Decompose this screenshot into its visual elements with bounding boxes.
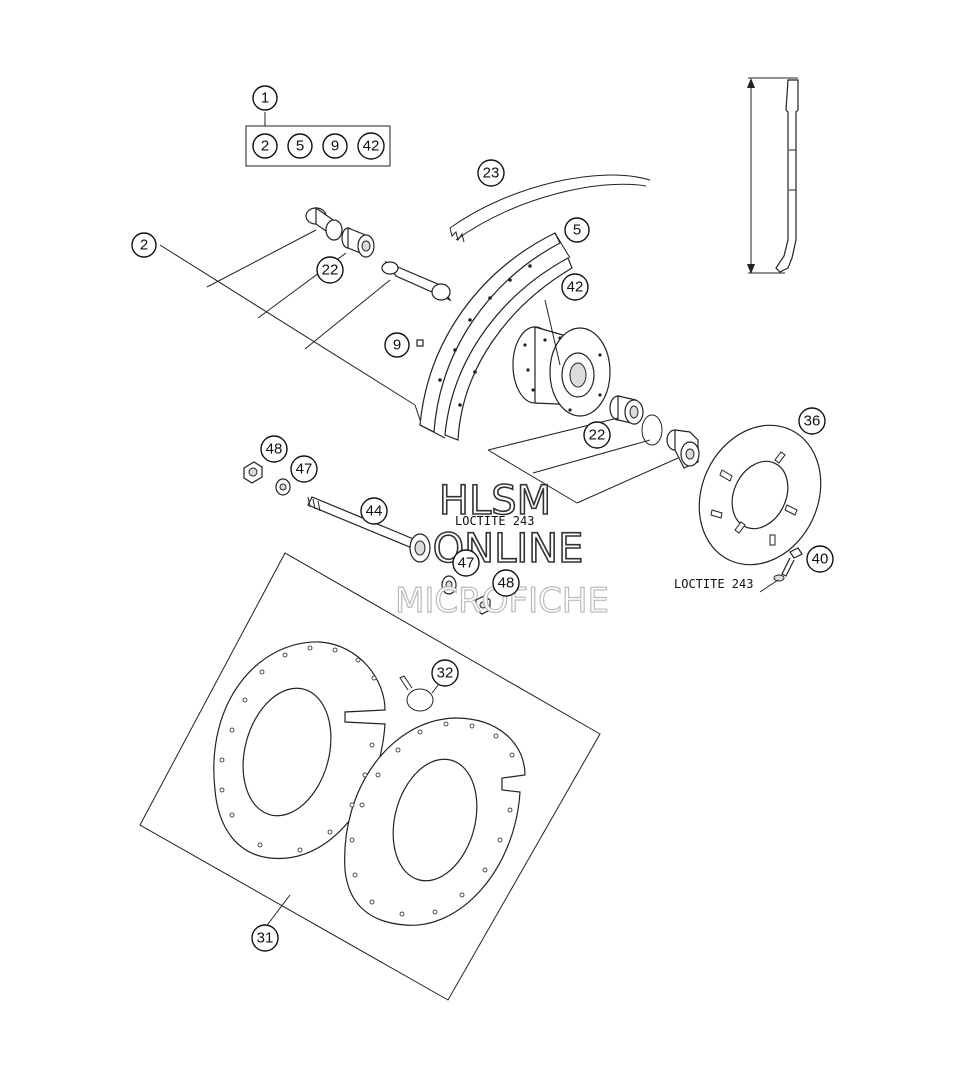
callout-32: 32 [431, 659, 459, 687]
callout-kit-5: 5 [287, 133, 313, 159]
callout-42: 42 [561, 273, 589, 301]
circlip [641, 414, 663, 446]
svg-text:47: 47 [458, 555, 475, 572]
kit-group [245, 112, 391, 167]
svg-text:9: 9 [331, 138, 339, 155]
svg-text:22: 22 [589, 427, 606, 444]
svg-text:47: 47 [296, 461, 313, 478]
svg-text:31: 31 [257, 930, 274, 947]
callout-9: 9 [384, 332, 410, 358]
svg-text:2: 2 [261, 138, 269, 155]
disc-guard-kit [139, 552, 601, 1001]
distance-tube [381, 260, 452, 302]
loctite-note-axle: LOCTITE 243 [455, 514, 534, 528]
svg-text:5: 5 [296, 138, 304, 155]
callout-47-left: 47 [290, 455, 318, 483]
callout-1: 1 [252, 85, 278, 111]
hub [512, 299, 611, 417]
svg-text:22: 22 [322, 262, 339, 279]
callout-48-right: 48 [492, 569, 520, 597]
left-spacer [305, 206, 343, 241]
callout-31: 31 [251, 924, 279, 952]
spoke [747, 77, 799, 274]
svg-text:48: 48 [498, 575, 515, 592]
svg-text:48: 48 [266, 441, 283, 458]
svg-text:42: 42 [363, 138, 380, 155]
kit-box [245, 125, 391, 167]
disc-bolt [759, 547, 803, 593]
rim-tape [449, 174, 651, 243]
axle [307, 496, 431, 563]
callout-23: 23 [477, 159, 505, 187]
right-spacer [666, 429, 700, 469]
callout-kit-42: 42 [357, 132, 385, 160]
small-screw-9 [416, 339, 424, 347]
svg-text:32: 32 [437, 665, 454, 682]
callout-5: 5 [564, 217, 590, 243]
callout-47-right: 47 [452, 549, 480, 577]
svg-text:1: 1 [261, 90, 269, 107]
nut-48-right [475, 595, 491, 615]
callout-kit-9: 9 [322, 133, 348, 159]
washer-47-left [275, 478, 291, 496]
svg-text:42: 42 [567, 279, 584, 296]
svg-text:23: 23 [483, 165, 500, 182]
left-bearing [341, 227, 375, 258]
washer-47-right [441, 575, 457, 595]
watermark-hlsm: HLSM [439, 478, 551, 524]
callout-48-left: 48 [260, 435, 288, 463]
right-bearing [609, 395, 644, 425]
svg-text:5: 5 [573, 222, 581, 239]
callout-40: 40 [806, 545, 834, 573]
callout-36: 36 [798, 407, 826, 435]
svg-text:9: 9 [393, 337, 401, 354]
callout-22-top: 22 [316, 256, 344, 284]
callout-kit-2: 2 [252, 133, 278, 159]
brake-disc [698, 424, 822, 566]
callout-22-bottom: 22 [583, 421, 611, 449]
callout-2: 2 [131, 232, 157, 258]
rim [419, 232, 573, 441]
nut-48-left [243, 461, 263, 484]
svg-text:36: 36 [804, 413, 821, 430]
callout-44: 44 [360, 497, 388, 525]
svg-text:44: 44 [366, 503, 383, 520]
svg-text:2: 2 [140, 237, 148, 254]
loctite-note-disc: LOCTITE 243 [674, 577, 753, 591]
svg-text:40: 40 [812, 551, 829, 568]
